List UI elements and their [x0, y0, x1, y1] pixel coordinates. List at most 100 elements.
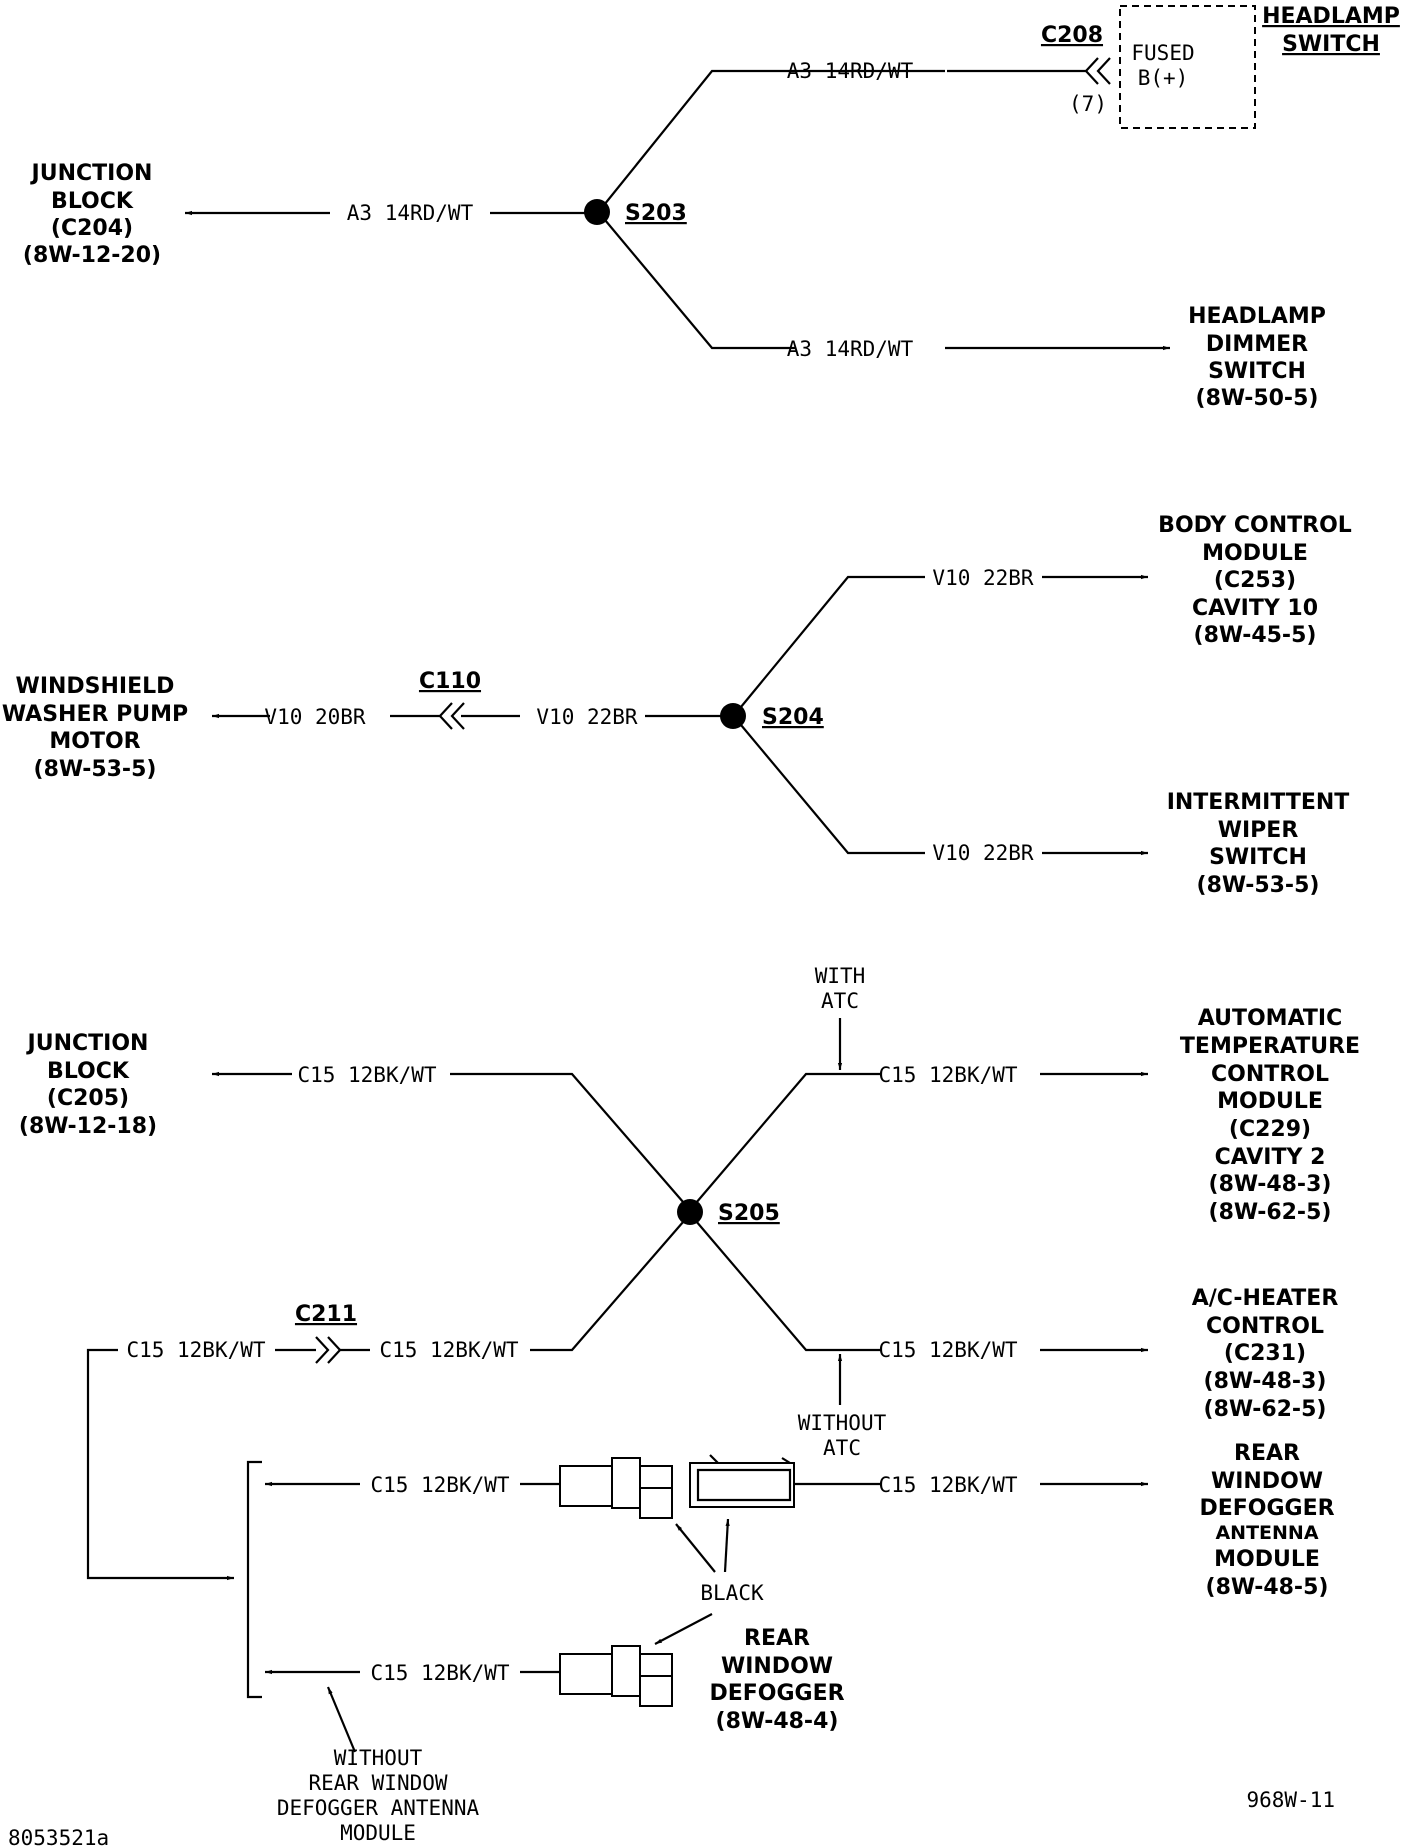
- dimmer-switch-line1: HEADLAMP: [1188, 304, 1326, 329]
- rear-defogger-line3: DEFOGGER: [709, 1681, 844, 1706]
- without-antenna-line3: DEFOGGER ANTENNA: [277, 1796, 480, 1820]
- wire-s204-lower: [735, 718, 925, 855]
- rear-defogger-line1: REAR: [744, 1626, 810, 1651]
- wiper-switch-line1: INTERMITTENT: [1167, 790, 1350, 815]
- splice-s205-dot: [677, 1199, 703, 1225]
- black-arrow-male: [675, 1523, 716, 1573]
- junction-block-c204-line4: (8W-12-20): [23, 243, 161, 268]
- atc-module-line8: (8W-62-5): [1209, 1200, 1332, 1225]
- splice-s205-label: S205: [718, 1201, 780, 1226]
- bcm-line4: CAVITY 10: [1192, 596, 1318, 621]
- atc-module-line2: TEMPERATURE: [1180, 1034, 1360, 1059]
- dimmer-switch-line4: (8W-50-5): [1196, 386, 1319, 411]
- ground-section: WITH ATC C15 12BK/WT C15 12BK/WT S205 C1…: [19, 964, 1360, 1845]
- junction-block-c205-line1: JUNCTION: [26, 1031, 149, 1056]
- connector-c110-label: C110: [419, 669, 481, 694]
- black-label: BLACK: [700, 1581, 764, 1605]
- connector-antenna-female-lock: [709, 1454, 791, 1464]
- connector-antenna-female: [689, 1454, 795, 1508]
- atc-module-line1: AUTOMATIC: [1198, 1006, 1342, 1031]
- wire-label-v10-upper: V10 22BR: [932, 566, 1034, 590]
- washer-pump-line3: MOTOR: [49, 729, 140, 754]
- fused-bplus-label: B(+): [1138, 66, 1189, 90]
- wire-label-a3-main: A3 14RD/WT: [347, 201, 474, 225]
- wire-label-v10-20br: V10 20BR: [264, 705, 366, 729]
- wire-label-c15-atc: C15 12BK/WT: [878, 1063, 1017, 1087]
- ac-heater-line4: (8W-48-3): [1204, 1369, 1327, 1394]
- wire-label-c15-defogger: C15 12BK/WT: [370, 1661, 509, 1685]
- antenna-module-line3: DEFOGGER: [1199, 1496, 1334, 1521]
- antenna-module-line5: MODULE: [1214, 1547, 1320, 1572]
- figure-ref: 8053521a: [8, 1826, 109, 1848]
- with-atc-line2: ATC: [821, 989, 859, 1013]
- atc-module-line3: CONTROL: [1211, 1062, 1329, 1087]
- dimmer-switch-line2: DIMMER: [1206, 332, 1308, 357]
- wire-s205-lower-right: [689, 1213, 880, 1352]
- headlamp-switch-label-line2: SWITCH: [1282, 32, 1380, 57]
- washer-pump-line1: WINDSHIELD: [16, 674, 175, 699]
- bcm-line5: (8W-45-5): [1194, 623, 1317, 648]
- ac-heater-line5: (8W-62-5): [1204, 1397, 1327, 1422]
- option-bracket: [246, 1460, 262, 1699]
- splice-s203-label: S203: [625, 201, 687, 226]
- connector-c211-icon: [315, 1336, 342, 1364]
- junction-block-c205-line2: BLOCK: [47, 1059, 130, 1084]
- without-atc-line2: ATC: [823, 1436, 861, 1460]
- atc-module-line6: CAVITY 2: [1215, 1145, 1326, 1170]
- rear-defogger-line2: WINDOW: [721, 1654, 833, 1679]
- wire-s203-lower: [599, 213, 795, 350]
- splice-s204-label: S204: [762, 705, 824, 730]
- bcm-line1: BODY CONTROL: [1158, 513, 1352, 538]
- washer-pump-line2: WASHER PUMP: [2, 702, 188, 727]
- antenna-module-line6: (8W-48-5): [1206, 1575, 1329, 1600]
- headlamp-switch-box: [1119, 5, 1256, 129]
- wire-label-c15-c211-left: C15 12BK/WT: [126, 1338, 265, 1362]
- antenna-module-line1: REAR: [1234, 1441, 1300, 1466]
- wire-label-c15-ac: C15 12BK/WT: [878, 1338, 1017, 1362]
- rear-defogger-line4: (8W-48-4): [716, 1709, 839, 1734]
- wire-label-c15-c211-right: C15 12BK/WT: [379, 1338, 518, 1362]
- wire-label-c15-antenna: C15 12BK/WT: [370, 1473, 509, 1497]
- wire-s205-upper-right: [689, 1072, 880, 1211]
- wiper-switch-line3: SWITCH: [1209, 845, 1307, 870]
- cavity-label: (7): [1069, 92, 1107, 116]
- without-antenna-arrow: [326, 1686, 357, 1753]
- wiper-switch-line2: WIPER: [1218, 818, 1299, 843]
- black-arrow-defogger: [654, 1613, 713, 1645]
- junction-block-c205-line3: (C205): [47, 1086, 129, 1111]
- wire-label-c15-antenna-module: C15 12BK/WT: [878, 1473, 1017, 1497]
- wire-s205-upper-left: [450, 1072, 691, 1211]
- connector-c110-icon: [438, 702, 465, 730]
- washer-pump-line4: (8W-53-5): [34, 757, 157, 782]
- junction-block-c204-line1: JUNCTION: [30, 161, 153, 186]
- dimmer-switch-line3: SWITCH: [1208, 359, 1306, 384]
- wire-s203-upper: [599, 69, 945, 211]
- wire-to-option-bracket: [86, 1348, 234, 1581]
- atc-module-line7: (8W-48-3): [1209, 1172, 1332, 1197]
- ac-heater-line3: (C231): [1224, 1341, 1306, 1366]
- connector-defogger: [559, 1645, 673, 1707]
- bcm-line3: (C253): [1214, 568, 1296, 593]
- ac-heater-line1: A/C-HEATER: [1192, 1286, 1339, 1311]
- junction-block-c204-line2: BLOCK: [51, 189, 134, 214]
- wire-label-a3-lower: A3 14RD/WT: [787, 337, 914, 361]
- wiper-switch-line4: (8W-53-5): [1197, 873, 1320, 898]
- atc-module-line5: (C229): [1229, 1117, 1311, 1142]
- atc-module-line4: MODULE: [1217, 1089, 1323, 1114]
- wire-label-c15-jb: C15 12BK/WT: [297, 1063, 436, 1087]
- wire-label-v10-main: V10 22BR: [536, 705, 638, 729]
- ac-heater-line2: CONTROL: [1206, 1314, 1324, 1339]
- connector-antenna-female-inner: [696, 1468, 792, 1502]
- without-antenna-line2: REAR WINDOW: [308, 1771, 447, 1795]
- washer-section: V10 22BR S204 V10 22BR C110 V10 20BR V10…: [2, 513, 1352, 898]
- wire-label-a3-upper: A3 14RD/WT: [787, 59, 914, 83]
- figure-code: 968W-11: [1246, 1788, 1335, 1812]
- connector-c211-label: C211: [295, 1302, 357, 1327]
- connector-c208-label: C208: [1041, 23, 1103, 48]
- connector-c208-icon: [1084, 57, 1111, 85]
- black-arrow-female: [723, 1518, 730, 1573]
- wire-s205-lower-left: [530, 1213, 691, 1352]
- headlamp-switch-label-line1: HEADLAMP: [1262, 4, 1400, 29]
- without-antenna-line1: WITHOUT: [334, 1746, 423, 1770]
